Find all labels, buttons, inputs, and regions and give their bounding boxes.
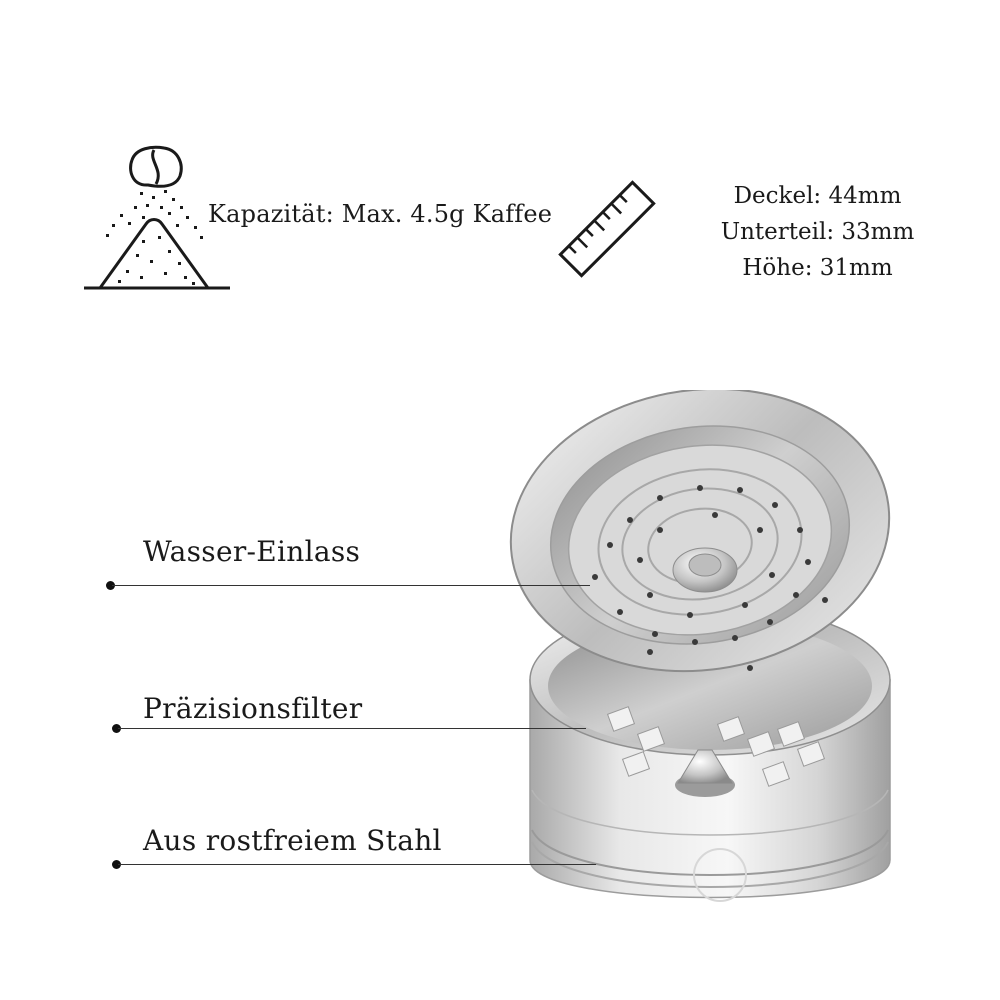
base-dimension: Unterteil: 33mm [720, 219, 915, 245]
callout-dot-water-inlet [106, 581, 115, 590]
feature-label-stainless-steel: Aus rostfreiem Stahl [143, 824, 442, 857]
callout-line-precision-filter [118, 728, 586, 729]
stainless-steel-capsule-image [509, 390, 891, 902]
height-dimension: Höhe: 31mm [742, 255, 893, 281]
capacity-text: Kapazität: Max. 4.5g Kaffee [208, 200, 553, 228]
ruler-icon [558, 180, 656, 278]
callout-line-water-inlet [112, 585, 590, 586]
coffee-bean-grounds-icon [84, 145, 230, 290]
callout-dot-precision-filter [112, 724, 121, 733]
feature-label-water-inlet: Wasser-Einlass [143, 535, 361, 568]
callout-dot-stainless-steel [112, 860, 121, 869]
feature-label-precision-filter: Präzisionsfilter [143, 692, 363, 725]
lid-dimension: Deckel: 44mm [733, 183, 902, 209]
callout-line-stainless-steel [118, 864, 596, 865]
dimensions-block: Deckel: 44mm Unterteil: 33mm Höhe: 31mm [700, 178, 935, 286]
